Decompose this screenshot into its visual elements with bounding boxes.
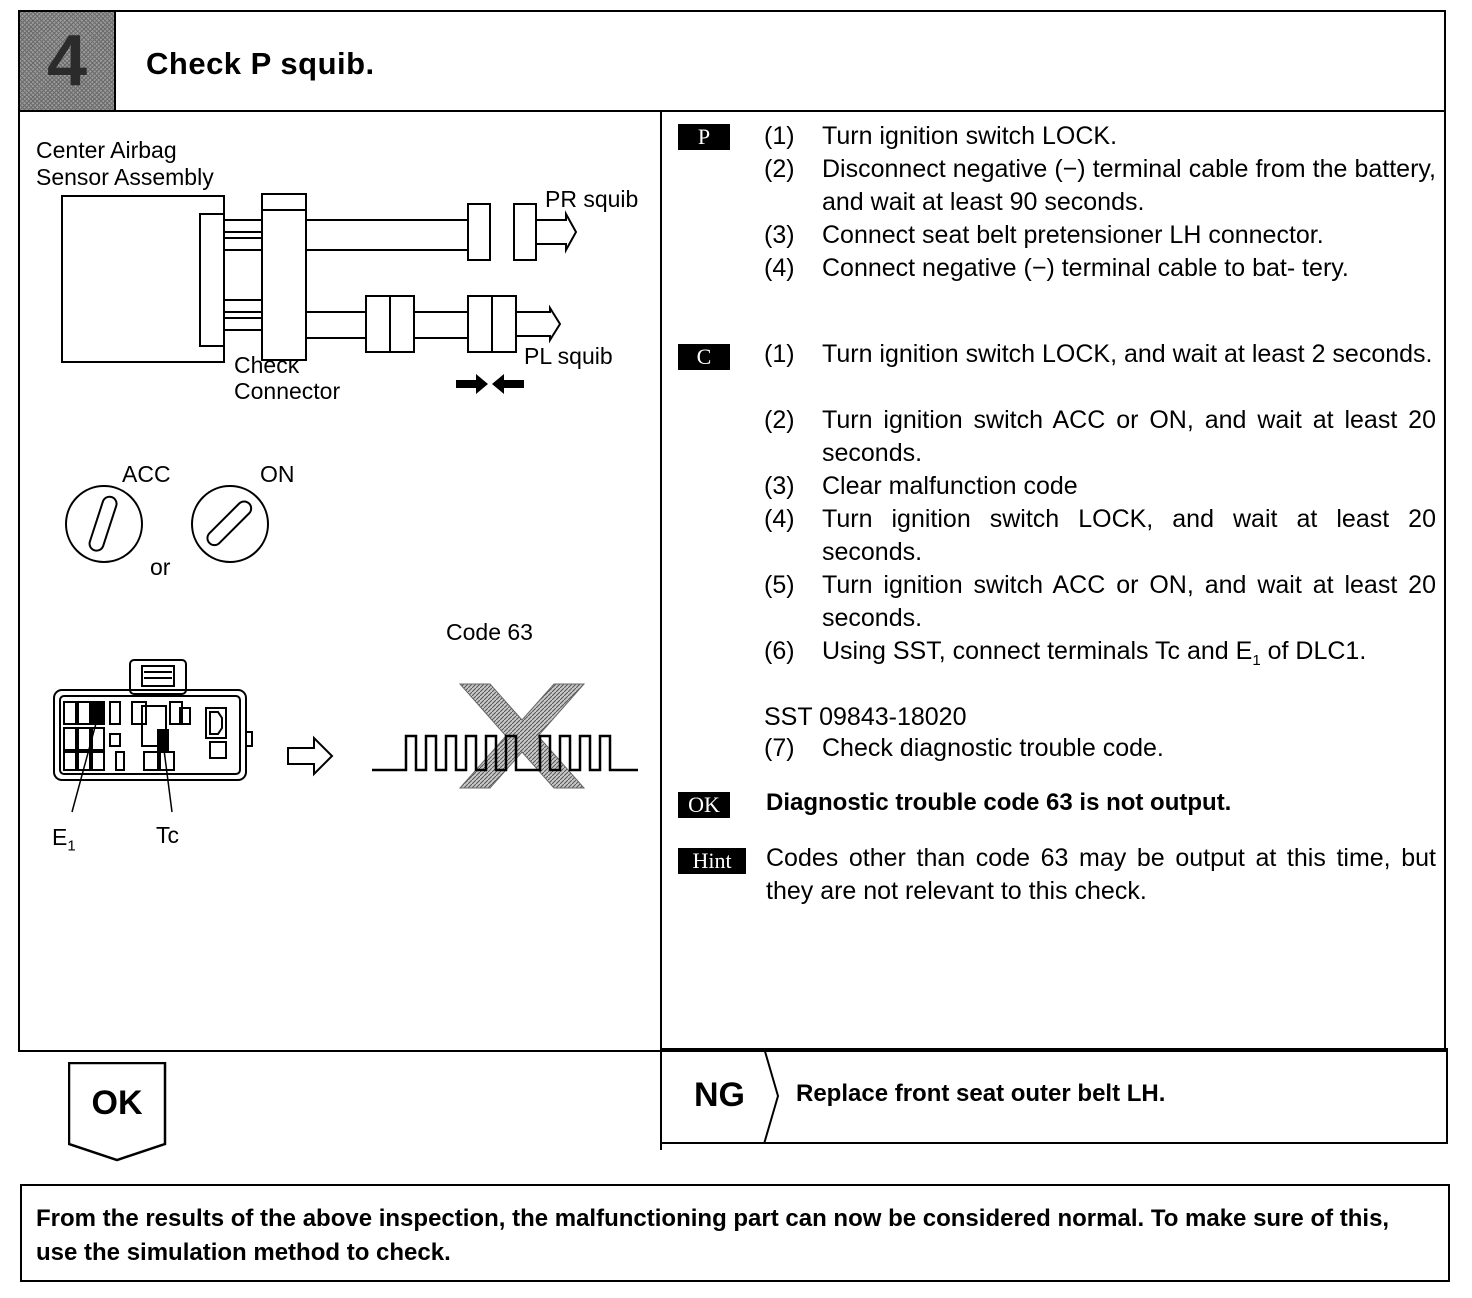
on-label: ON bbox=[260, 461, 295, 487]
pr-squib-label: PR squib bbox=[545, 186, 639, 212]
or-label: or bbox=[150, 554, 171, 580]
check-connector-label-line2: Connector bbox=[234, 378, 341, 404]
hint-text: Codes other than code 63 may be output a… bbox=[766, 844, 1436, 905]
ng-action-text: Replace front seat outer belt LH. bbox=[796, 1080, 1166, 1107]
tag-c: C bbox=[678, 344, 730, 370]
tag-hint: Hint bbox=[678, 848, 746, 874]
sst-number: SST 09843-18020 bbox=[764, 703, 967, 731]
code-63-waveform-icon bbox=[372, 734, 638, 772]
pl-squib-label: PL squib bbox=[524, 343, 613, 369]
header-row: 4 Check P squib. bbox=[20, 12, 1444, 112]
acc-label: ACC bbox=[122, 461, 171, 487]
diagram-panel: Center Airbag Sensor Assembly PR squib P… bbox=[20, 112, 660, 1050]
sensor-label-line2: Sensor Assembly bbox=[36, 164, 214, 190]
procedure-panel: P (1)Turn ignition switch LOCK. (2)Disco… bbox=[662, 112, 1444, 1050]
ng-chevron-icon bbox=[763, 1048, 780, 1144]
procedure-frame bbox=[18, 10, 1446, 1052]
ignition-key-on-icon bbox=[191, 485, 269, 563]
ng-result-box bbox=[660, 1048, 1448, 1144]
footer-text: From the results of the above inspection… bbox=[36, 1205, 1390, 1266]
page-title: Check P squib. bbox=[146, 46, 375, 81]
tc-label: Tc bbox=[156, 822, 179, 848]
ng-label: NG bbox=[694, 1076, 745, 1114]
push-arrows-icon bbox=[456, 374, 524, 394]
step-number-box: 4 bbox=[20, 12, 116, 110]
tag-ok: OK bbox=[678, 792, 730, 818]
step-number: 4 bbox=[46, 21, 88, 101]
e1-label: E1 bbox=[52, 824, 76, 855]
ignition-key-acc-icon bbox=[65, 485, 143, 563]
diagram-drawings bbox=[53, 193, 638, 813]
ok-result-arrow bbox=[68, 1062, 167, 1162]
ok-label: OK bbox=[91, 1084, 143, 1122]
ok-condition-text: Diagnostic trouble code 63 is not output… bbox=[766, 789, 1232, 816]
sensor-wiring-diagram bbox=[61, 193, 578, 363]
arrow-right-icon bbox=[287, 735, 334, 777]
dlc1-connector-icon bbox=[53, 659, 253, 813]
column-divider bbox=[660, 110, 662, 1150]
tag-p: P bbox=[678, 124, 730, 150]
footer-box bbox=[20, 1184, 1450, 1282]
sensor-label-line1: Center Airbag bbox=[36, 137, 177, 163]
crossed-out-code-x-icon bbox=[458, 683, 586, 789]
code-label: Code 63 bbox=[446, 619, 533, 645]
